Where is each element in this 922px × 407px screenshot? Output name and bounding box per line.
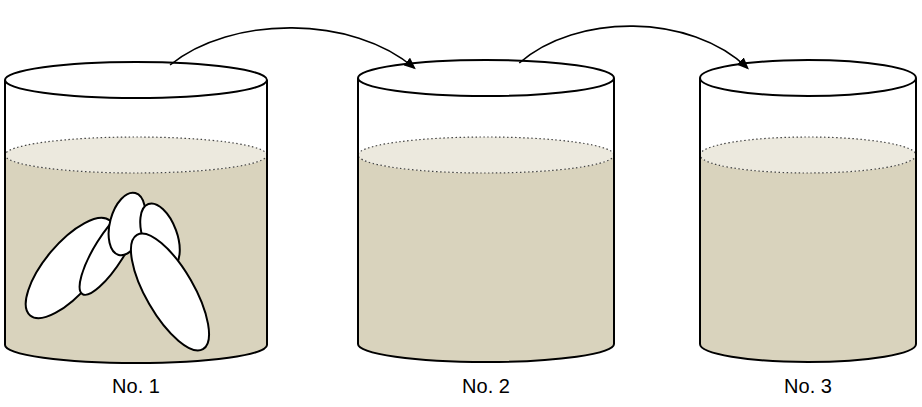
transfer-arrow (519, 26, 747, 68)
beaker-node: No. 1 (5, 60, 267, 400)
beaker-label: No. 1 (108, 372, 164, 400)
beaker-label: No. 3 (780, 372, 836, 400)
beaker-node: No. 3 (700, 58, 916, 400)
beaker (5, 62, 267, 363)
beaker-label: No. 2 (458, 372, 514, 400)
beaker (358, 60, 614, 362)
transfer-arrow (170, 28, 414, 68)
beaker-node: No. 2 (358, 58, 614, 400)
seed (11, 189, 224, 361)
beaker (700, 60, 916, 362)
